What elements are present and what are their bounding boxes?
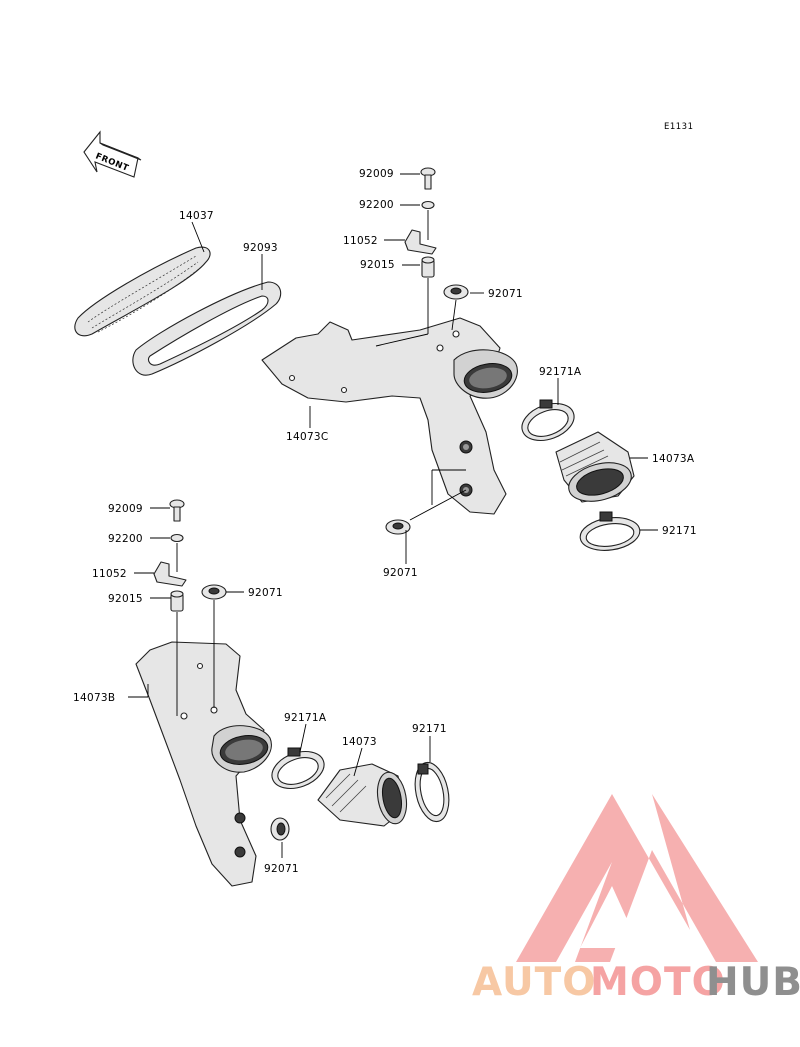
grommet-92071-c [201, 584, 227, 600]
washer-92200-lower [170, 533, 184, 543]
bolt-92009-lower [169, 499, 185, 522]
label-14073C: 14073C [286, 431, 329, 443]
label-92200-lower: 92200 [108, 533, 143, 545]
label-11052-lower: 11052 [92, 568, 127, 580]
watermark-text: AUTO MOTO HUB [472, 960, 800, 1005]
collar-92015-upper [421, 256, 435, 278]
label-92015-lower: 92015 [108, 593, 143, 605]
diagram-code: E1131 [664, 122, 694, 132]
clamp-92171-upper [579, 511, 641, 551]
collar-92015-lower [170, 590, 184, 612]
label-92071-d: 92071 [264, 863, 299, 875]
washer-92200-upper [421, 200, 435, 210]
label-92015-upper: 92015 [360, 259, 395, 271]
label-14037: 14037 [179, 210, 214, 222]
watermark-moto: MOTO [590, 960, 726, 1005]
label-92171A-lower: 92171A [284, 712, 327, 724]
label-14073B: 14073B [73, 692, 115, 704]
watermark-hub: HUB [706, 960, 800, 1005]
label-14073: 14073 [342, 736, 377, 748]
label-92009-upper: 92009 [359, 168, 394, 180]
clamp-92171-lower [414, 761, 450, 823]
bracket-11052-upper [404, 229, 437, 255]
label-92071-a: 92071 [488, 288, 523, 300]
duct-14073 [317, 763, 408, 827]
label-92171-lower: 92171 [412, 723, 447, 735]
label-92071-c: 92071 [248, 587, 283, 599]
leader-lines [128, 173, 658, 858]
watermark-logo-icon [516, 794, 758, 962]
label-14073A: 14073A [652, 453, 695, 465]
label-92009-lower: 92009 [108, 503, 143, 515]
front-arrow-icon: FRONT [83, 130, 142, 178]
label-92200-upper: 92200 [359, 199, 394, 211]
label-92171-upper: 92171 [662, 525, 697, 537]
watermark-auto: AUTO [472, 960, 596, 1005]
duct-14073A [555, 431, 635, 503]
filter-element-14037 [74, 246, 211, 337]
label-92071-b: 92071 [383, 567, 418, 579]
grommet-92071-d [270, 817, 290, 841]
label-92171A-upper: 92171A [539, 366, 582, 378]
grommet-92071-a [443, 284, 469, 300]
clamp-92171A-upper [521, 399, 575, 442]
seal-92093 [132, 281, 282, 376]
clamp-92171A-lower [271, 747, 325, 790]
bolt-92009-upper [420, 167, 436, 190]
label-11052-upper: 11052 [343, 235, 378, 247]
grommet-92071-b [385, 519, 411, 535]
duct-14073B [135, 641, 272, 887]
duct-14073C [261, 317, 518, 515]
label-92093: 92093 [243, 242, 278, 254]
bracket-11052-lower [153, 561, 187, 587]
